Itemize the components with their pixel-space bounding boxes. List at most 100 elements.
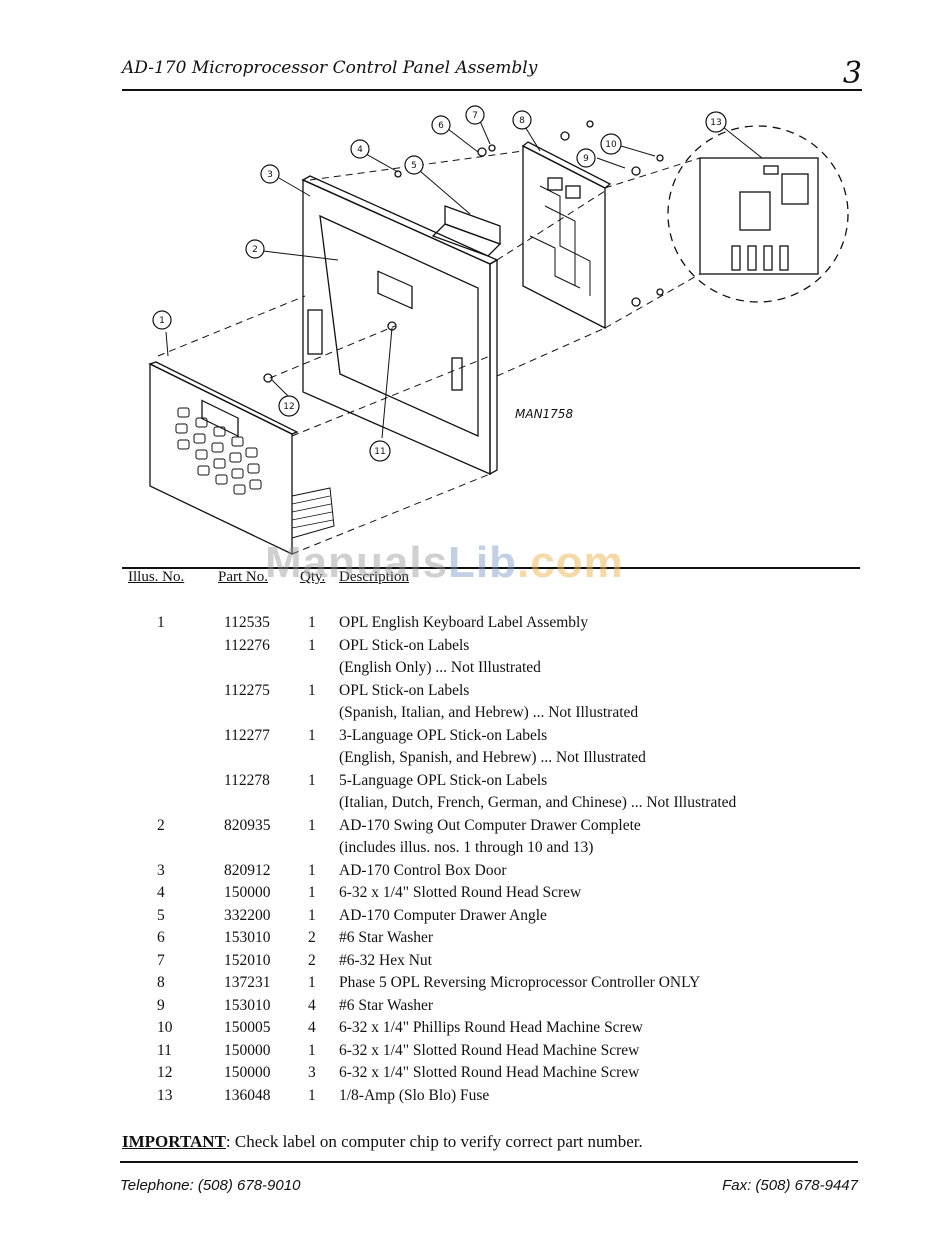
callout-6: 6	[431, 115, 451, 135]
cell-qty: 1	[308, 681, 316, 699]
callout-1: 1	[152, 310, 172, 330]
callout-12: 12	[278, 395, 300, 417]
svg-text:11: 11	[374, 447, 385, 457]
cell-description: AD-170 Swing Out Computer Drawer Complet…	[339, 816, 641, 834]
cell-qty: 1	[308, 974, 316, 991]
callout-9: 9	[576, 148, 596, 168]
table-row: 112275 1 OPL Stick-on Labels	[0, 682, 950, 705]
table-row: (English Only) ... Not Illustrated	[0, 659, 950, 682]
cell-part-no: 112535	[224, 614, 270, 631]
svg-text:3: 3	[267, 170, 273, 180]
cell-qty: 3	[308, 1064, 316, 1081]
svg-text:13: 13	[710, 118, 721, 128]
cell-qty: 1	[308, 884, 316, 901]
footer-rule	[120, 1161, 858, 1163]
figure-id: MAN1758	[515, 407, 573, 421]
table-row: (Italian, Dutch, French, German, and Chi…	[0, 794, 950, 817]
cell-description: OPL English Keyboard Label Assembly	[339, 614, 589, 631]
svg-text:6: 6	[438, 121, 444, 131]
cell-description: AD-170 Computer Drawer Angle	[339, 906, 547, 924]
header-title: AD-170 Microprocessor Control Panel Asse…	[122, 58, 538, 78]
cell-description: 6-32 x 1/4" Phillips Round Head Machine …	[339, 1019, 643, 1036]
svg-text:9: 9	[583, 154, 589, 164]
cell-description: OPL Stick-on Labels	[339, 681, 470, 699]
parts-list: 1 112535 1 OPL English Keyboard Label Assem…	[0, 614, 950, 1109]
cell-qty: 1	[308, 816, 316, 834]
callout-7: 7	[465, 105, 485, 125]
svg-text:1: 1	[159, 316, 165, 326]
table-row: (Spanish, Italian, and Hebrew) ... Not I…	[0, 704, 950, 727]
watermark-part-c: .com	[517, 538, 624, 587]
cell-part-no: 112276	[224, 636, 270, 654]
cell-illus: 10	[157, 1019, 173, 1036]
callout-3: 3	[260, 164, 280, 184]
cell-description: (English, Spanish, and Hebrew) ... Not I…	[339, 749, 646, 766]
cell-part-no: 136048	[224, 1086, 271, 1104]
cell-illus: 11	[157, 1041, 172, 1059]
cell-part-no: 152010	[224, 951, 271, 969]
important-text: : Check label on computer chip to verify…	[225, 1132, 643, 1151]
col-head-qty: Qty.	[300, 569, 326, 585]
svg-text:12: 12	[283, 402, 294, 412]
cell-description: #6 Star Washer	[339, 996, 434, 1014]
cell-description: 1/8-Amp (Slo Blo) Fuse	[339, 1086, 490, 1104]
table-top-rule	[122, 567, 860, 569]
page-number: 3	[842, 56, 862, 91]
table-row: 10 150005 4 6-32 x 1/4" Phillips Round Head…	[0, 1019, 950, 1042]
cell-description: (includes illus. nos. 1 through 10 and 1…	[339, 839, 594, 856]
watermark-part-a: Manuals	[265, 538, 449, 587]
svg-text:7: 7	[472, 111, 478, 121]
cell-description: 6-32 x 1/4" Slotted Round Head Machine S…	[339, 1064, 640, 1081]
cell-qty: 4	[308, 1019, 316, 1036]
svg-text:8: 8	[519, 116, 525, 126]
svg-text:5: 5	[411, 161, 417, 171]
cell-qty: 1	[308, 1086, 316, 1104]
cell-illus: 6	[157, 929, 165, 946]
cell-illus: 3	[157, 861, 165, 879]
cell-illus: 1	[157, 614, 165, 631]
cell-part-no: 332200	[224, 906, 271, 924]
callout-5: 5	[404, 155, 424, 175]
watermark: ManualsLib.com	[265, 538, 624, 588]
cell-illus: 8	[157, 974, 165, 991]
cell-description: (English Only) ... Not Illustrated	[339, 659, 541, 676]
callout-13: 13	[705, 111, 727, 133]
cell-description: 5-Language OPL Stick-on Labels	[339, 771, 548, 789]
cell-part-no: 150000	[224, 1041, 271, 1059]
important-label: IMPORTANT	[122, 1132, 226, 1151]
col-head-illus: Illus. No.	[128, 569, 185, 585]
svg-text:2: 2	[252, 245, 258, 255]
cell-qty: 1	[308, 1041, 316, 1059]
cell-part-no: 112277	[224, 726, 270, 744]
cell-part-no: 150005	[224, 1019, 271, 1036]
table-row: (includes illus. nos. 1 through 10 and 1…	[0, 839, 950, 862]
cell-part-no: 112275	[224, 681, 270, 699]
cell-description: 3-Language OPL Stick-on Labels	[339, 726, 548, 744]
cell-illus: 2	[157, 816, 165, 834]
cell-description: OPL Stick-on Labels	[339, 636, 470, 654]
cell-qty: 1	[308, 861, 316, 879]
cell-description: #6 Star Washer	[339, 929, 434, 946]
header-rule	[122, 89, 862, 91]
cell-description: Phase 5 OPL Reversing Microprocessor Con…	[339, 974, 701, 991]
cell-qty: 1	[308, 614, 316, 631]
cell-description: #6-32 Hex Nut	[339, 951, 432, 969]
important-note: IMPORTANT: Check label on computer chip …	[122, 1132, 643, 1152]
cell-qty: 1	[308, 906, 316, 924]
cell-description: 6-32 x 1/4" Slotted Round Head Screw	[339, 884, 582, 901]
cell-part-no: 820912	[224, 861, 271, 879]
cell-description: 6-32 x 1/4" Slotted Round Head Machine S…	[339, 1041, 640, 1059]
cell-description: (Spanish, Italian, and Hebrew) ... Not I…	[339, 704, 639, 721]
col-head-part: Part No.	[218, 569, 268, 585]
cell-part-no: 112278	[224, 771, 270, 789]
